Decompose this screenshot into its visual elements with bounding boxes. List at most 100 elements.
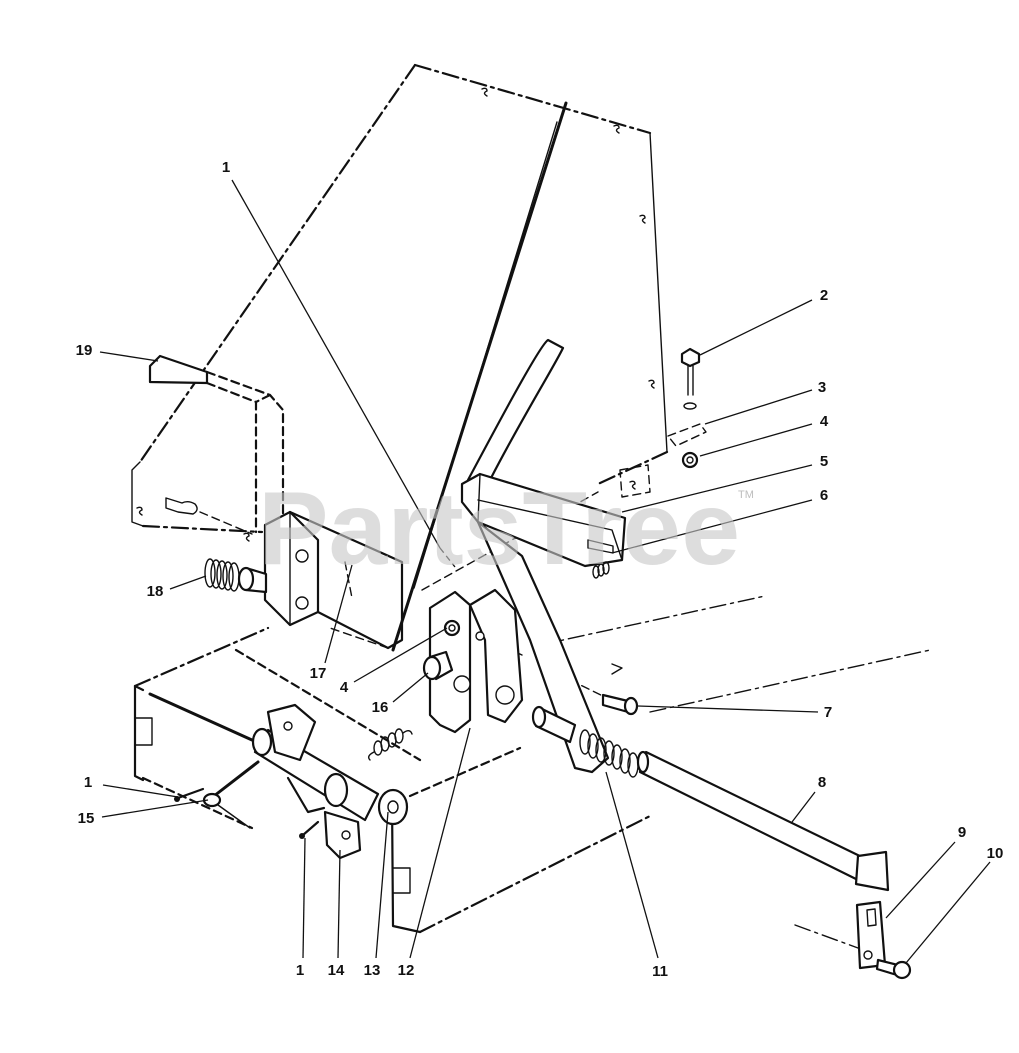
rod-end [636,750,650,774]
nut [443,619,461,637]
nut-hole [686,456,694,464]
nut-4 [681,451,699,469]
lever-arm [476,520,610,774]
plate-bolt [165,497,198,515]
callout-label: 13 [364,962,381,979]
spring-coil [228,562,240,592]
callout-label: 11 [652,963,668,980]
shield-screw-mark [613,124,620,134]
bracket-plate-17 [263,510,404,650]
cotter-pin-head [299,833,305,839]
plate-17-outline [288,510,404,650]
leader-line [704,389,813,425]
link-hole [453,675,471,693]
callout-label: 5 [820,453,828,470]
callout-label: 17 [310,665,327,682]
spring-coil [592,565,600,579]
leader-line [621,464,813,513]
cotter-pin-head [174,796,180,802]
bracket-hole [295,596,309,610]
shield-bottom-edge [141,524,264,534]
leader-line [302,837,306,959]
spring-coil [611,744,623,770]
mounting-plate-19 [148,354,285,534]
callout-label: 1 [296,962,304,979]
leader-line [101,799,209,818]
rod-springs-11 [531,705,639,778]
watermark-trademark: TM [738,489,754,501]
plate-tab [148,354,209,385]
watermark: PartsTree TM [258,471,754,587]
callout-label: 8 [818,774,826,791]
bolt-head-2 [680,347,701,368]
link-plate-rear [468,588,524,724]
leader-line [392,672,429,703]
callout-label: 16 [372,699,389,716]
plate-9-hole [863,950,873,960]
base-left-bottom-edge [141,776,254,830]
callout-label: 12 [398,962,415,979]
leader-line [637,705,819,713]
leader-line [324,564,353,664]
leader-line [611,499,813,554]
callout-label: 1 [222,159,230,176]
leader-line [99,351,159,362]
base-mid-line [234,648,422,762]
shield-screw-mark [639,214,646,224]
arm-hole [341,830,351,840]
leader-line [905,861,991,964]
pivot-shaft-assembly [251,703,409,860]
upper-hardware [619,347,707,498]
spring-6 [592,561,610,579]
callout-label: 1 [84,774,92,791]
callout-label: 19 [76,342,93,359]
spring-coil [597,563,605,577]
spring-coil [587,733,599,759]
mounting-plate-3 [667,423,707,447]
washer [683,402,697,410]
spring-coil [595,737,607,763]
shield-screw-mark [481,87,488,97]
control-lever [460,338,627,774]
leader-line [409,727,471,959]
bracket-hole [295,549,309,563]
spring-coil [210,559,222,589]
callout-label: 4 [340,679,349,696]
handle-grip-edge [477,473,623,561]
leader-line [699,299,813,356]
base-right-notch [392,867,411,894]
extension-spring [367,728,413,761]
alignment-line [199,511,253,535]
leader-line [885,841,956,919]
cotter-pin-bottom [301,820,320,837]
leader-line [353,627,448,683]
alignment-line [649,649,931,713]
callout-label: 10 [987,845,1004,862]
leader-line [102,784,179,798]
pivot-bracket-13 [266,703,317,762]
link-hole [475,631,485,641]
bushing-end [237,566,255,592]
callout-label: 6 [820,487,828,504]
callout-label: 14 [328,962,345,979]
nut-hole [448,624,456,632]
spring-coil [216,560,228,590]
base-left-panel [133,684,145,782]
spring-hook [367,730,413,761]
leader-line [231,179,441,549]
leader-line [791,791,816,823]
bracket-hole [283,721,293,731]
cotter-pin-left [176,787,205,800]
clevis-plate-9 [855,900,887,970]
spring-coil [579,729,591,755]
base-top-right-edge [408,746,522,798]
control-rod-8 [636,750,890,892]
spring-coil [222,561,234,591]
bolt-shank-2 [687,365,694,396]
deflector-shield [131,63,669,652]
leader-lines [99,179,991,964]
leader-line [699,423,813,457]
spring-coil [602,561,610,575]
base-frame [133,626,654,934]
leader-line [169,575,207,590]
